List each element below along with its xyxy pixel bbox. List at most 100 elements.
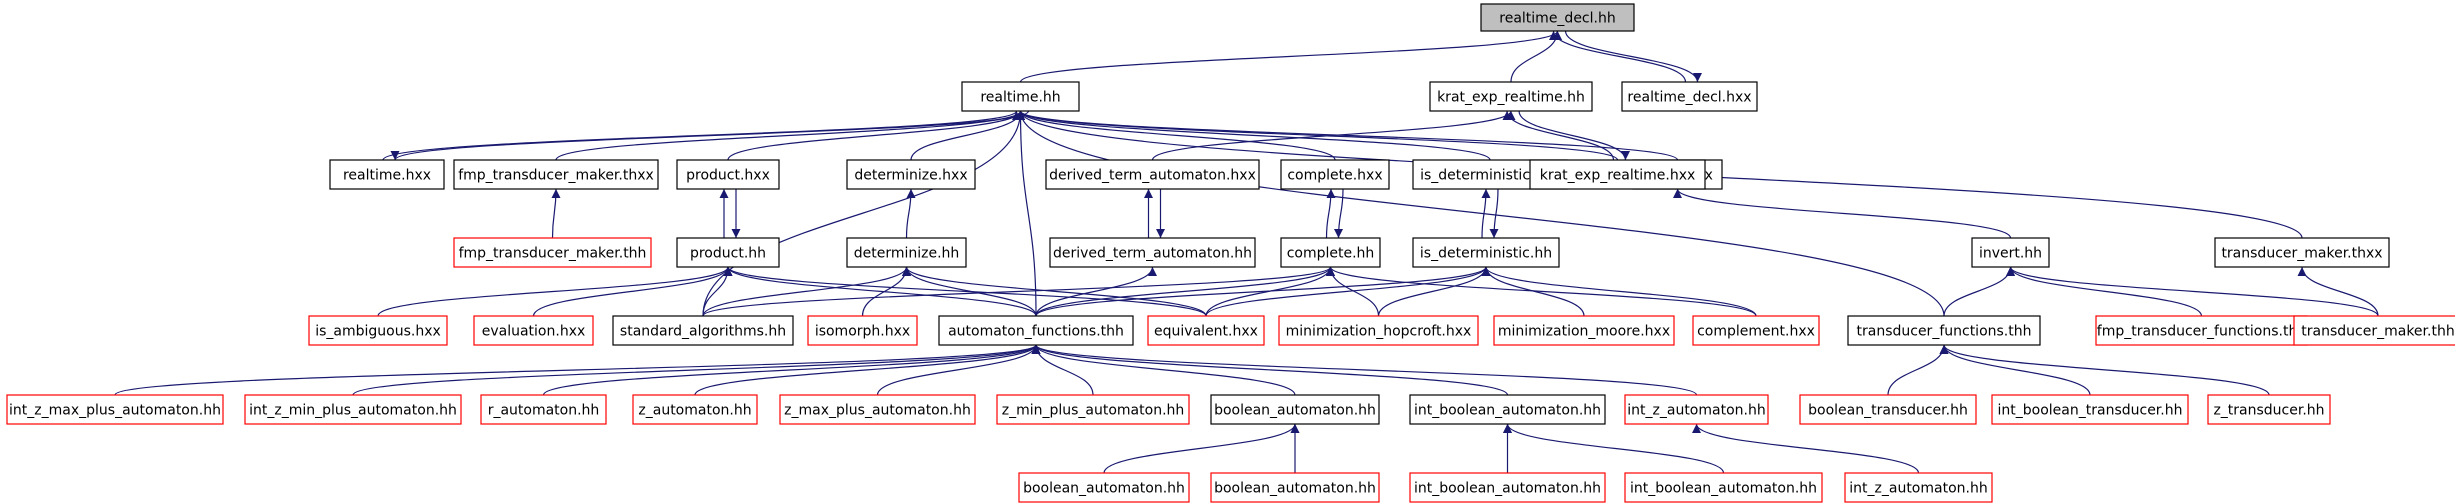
- graph-node[interactable]: boolean_automaton.hh: [1018, 472, 1190, 503]
- graph-node[interactable]: derived_term_automaton.hh: [1049, 237, 1256, 268]
- node-box: [1280, 159, 1390, 190]
- node-label: complement.hxx: [1697, 324, 1815, 340]
- graph-node[interactable]: complement.hxx: [1692, 315, 1820, 346]
- graph-node[interactable]: transducer_maker.thh: [2293, 315, 2455, 346]
- node-box: [1412, 237, 1560, 268]
- dependency-edge: [1326, 266, 1757, 317]
- node-layer: realtime_decl.hh realtime.hh krat_exp_real…: [6, 3, 2455, 503]
- graph-node[interactable]: automaton_functions.thh: [938, 315, 1134, 346]
- dependency-edge: [377, 266, 733, 317]
- graph-node[interactable]: minimization_moore.hxx: [1493, 315, 1675, 346]
- graph-node[interactable]: realtime.hxx: [329, 159, 445, 190]
- node-label: z_max_plus_automaton.hh: [784, 403, 971, 419]
- graph-node[interactable]: z_min_plus_automaton.hh: [996, 394, 1190, 425]
- dependency-edge: [532, 266, 733, 317]
- node-label: fmp_transducer_maker.thxx: [458, 168, 654, 184]
- node-label: int_z_automaton.hh: [1849, 481, 1987, 497]
- dependency-edge: [1035, 266, 1491, 317]
- graph-node[interactable]: realtime_decl.hh: [1480, 3, 1635, 32]
- graph-node[interactable]: isomorph.hxx: [807, 315, 918, 346]
- node-label: determinize.hxx: [854, 168, 967, 184]
- graph-node[interactable]: evaluation.hxx: [473, 315, 594, 346]
- graph-node[interactable]: derived_term_automaton.hxx: [1045, 159, 1260, 190]
- graph-node[interactable]: int_z_automaton.hh: [1844, 472, 1993, 503]
- node-label: derived_term_automaton.hxx: [1049, 168, 1256, 184]
- dependency-edge: [727, 110, 1025, 161]
- graph-node[interactable]: z_transducer.hh: [2207, 394, 2331, 425]
- node-box: [1045, 159, 1260, 190]
- node-box: [1480, 3, 1635, 32]
- graph-node[interactable]: transducer_maker.thxx: [2214, 237, 2390, 268]
- node-label: standard_algorithms.hh: [620, 324, 786, 340]
- graph-node[interactable]: boolean_automaton.hh: [1210, 472, 1380, 503]
- node-label: automaton_functions.thh: [948, 324, 1124, 340]
- dependency-edge: [551, 188, 561, 239]
- graph-node[interactable]: z_max_plus_automaton.hh: [779, 394, 976, 425]
- dependency-edge: [1692, 423, 1920, 474]
- dependency-edge: [352, 344, 1041, 396]
- dependency-edge: [1016, 110, 1945, 317]
- node-box: [1210, 472, 1380, 503]
- node-box: [1429, 81, 1593, 112]
- graph-node[interactable]: int_z_min_plus_automaton.hh: [244, 394, 462, 425]
- graph-node[interactable]: krat_exp_realtime.hxx: [1529, 159, 1706, 190]
- node-box: [1971, 237, 2050, 268]
- graph-node[interactable]: fmp_transducer_maker.thxx: [453, 159, 659, 190]
- graph-node[interactable]: z_automaton.hh: [632, 394, 758, 425]
- node-box: [846, 237, 967, 268]
- graph-node[interactable]: fmp_transducer_functions.thh: [2095, 315, 2308, 346]
- dependency-edge: [1031, 344, 1698, 396]
- node-label: complete.hxx: [1287, 168, 1382, 184]
- dependency-edge: [1481, 266, 1585, 317]
- graph-node[interactable]: is_ambiguous.hxx: [308, 315, 448, 346]
- dependency-edge: [1325, 188, 1336, 239]
- graph-node[interactable]: standard_algorithms.hh: [612, 315, 794, 346]
- graph-node[interactable]: realtime.hh: [961, 81, 1080, 112]
- graph-node[interactable]: invert.hh: [1971, 237, 2050, 268]
- dependency-edge: [1510, 30, 1562, 83]
- graph-node[interactable]: complete.hxx: [1280, 159, 1390, 190]
- graph-node[interactable]: determinize.hh: [846, 237, 967, 268]
- graph-node[interactable]: transducer_functions.thh: [1847, 315, 2041, 346]
- node-box: [2293, 315, 2455, 346]
- graph-node[interactable]: equivalent.hxx: [1147, 315, 1265, 346]
- dependency-edge: [1549, 30, 1687, 83]
- node-box: [1692, 315, 1820, 346]
- dependency-edge: [1887, 344, 1949, 396]
- graph-node[interactable]: int_z_automaton.hh: [1624, 394, 1769, 425]
- dependency-edge: [2006, 266, 2379, 317]
- graph-node[interactable]: realtime_decl.hxx: [1621, 81, 1758, 112]
- node-box: [676, 237, 780, 268]
- graph-node[interactable]: int_z_max_plus_automaton.hh: [6, 394, 224, 425]
- dependency-edge: [1016, 110, 1491, 161]
- graph-node[interactable]: int_boolean_automaton.hh: [1624, 472, 1823, 503]
- graph-node[interactable]: determinize.hxx: [846, 159, 976, 190]
- graph-node[interactable]: complete.hh: [1280, 237, 1381, 268]
- graph-node[interactable]: product.hxx: [676, 159, 780, 190]
- node-box: [453, 159, 659, 190]
- node-label: equivalent.hxx: [1154, 324, 1258, 340]
- graph-node[interactable]: is_deterministic.hh: [1412, 237, 1560, 268]
- node-label: transducer_functions.thh: [1857, 324, 2032, 340]
- dependency-edge: [702, 110, 1025, 317]
- dependency-edge: [1943, 266, 2015, 317]
- node-box: [846, 159, 976, 190]
- graph-node[interactable]: r_automaton.hh: [480, 394, 607, 425]
- graph-node[interactable]: krat_exp_realtime.hh: [1429, 81, 1593, 112]
- graph-node[interactable]: minimization_hopcroft.hxx: [1278, 315, 1479, 346]
- node-box: [961, 81, 1080, 112]
- graph-node[interactable]: fmp_transducer_maker.thh: [453, 237, 652, 268]
- graph-node[interactable]: product.hh: [676, 237, 780, 268]
- dependency-edge: [1939, 344, 2091, 396]
- graph-node[interactable]: int_boolean_automaton.hh: [1409, 472, 1606, 503]
- graph-node[interactable]: boolean_transducer.hh: [1799, 394, 1977, 425]
- node-label: complete.hh: [1287, 246, 1375, 262]
- node-label: realtime_decl.hxx: [1627, 90, 1751, 106]
- dependency-edge: [1481, 188, 1491, 239]
- node-label: int_z_min_plus_automaton.hh: [249, 403, 457, 419]
- graph-node[interactable]: int_boolean_automaton.hh: [1409, 394, 1606, 425]
- graph-node[interactable]: int_boolean_transducer.hh: [1991, 394, 2189, 425]
- node-box: [676, 159, 780, 190]
- node-label: boolean_automaton.hh: [1023, 481, 1185, 497]
- graph-node[interactable]: boolean_automaton.hh: [1210, 394, 1380, 425]
